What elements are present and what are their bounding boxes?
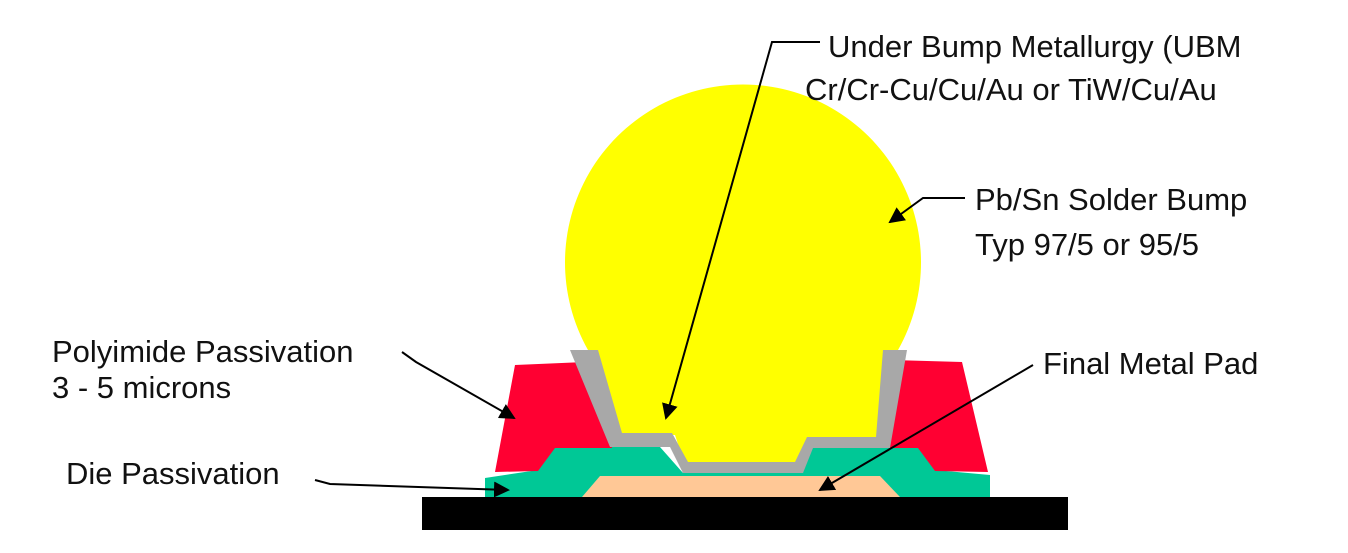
solder-leader-line <box>888 197 965 224</box>
ubm-leader-line <box>662 41 820 420</box>
substrate <box>422 497 1068 530</box>
polyimide-leader-line <box>401 351 516 419</box>
final-metal-pad <box>582 476 900 497</box>
under-bump-metallurgy <box>570 350 907 473</box>
solder-label-line2: Typ 97/5 or 95/5 <box>975 227 1199 262</box>
polyimide-label-line1: Polyimide Passivation <box>52 334 354 369</box>
die-passivation-leader-line <box>314 479 510 498</box>
ubm-label-line1: Under Bump Metallurgy (UBM <box>828 29 1241 64</box>
final-metal-label: Final Metal Pad <box>1043 346 1258 381</box>
final-metal-leader-line <box>818 364 1034 492</box>
solder-bump <box>565 84 921 465</box>
die-passivation-label: Die Passivation <box>66 456 280 491</box>
ubm-label-line2: Cr/Cr-Cu/Cu/Au or TiW/Cu/Au <box>805 72 1217 107</box>
solder-label-line1: Pb/Sn Solder Bump <box>975 182 1247 217</box>
polyimide-label-line2: 3 - 5 microns <box>52 370 231 405</box>
polyimide-passivation-left <box>495 362 612 472</box>
